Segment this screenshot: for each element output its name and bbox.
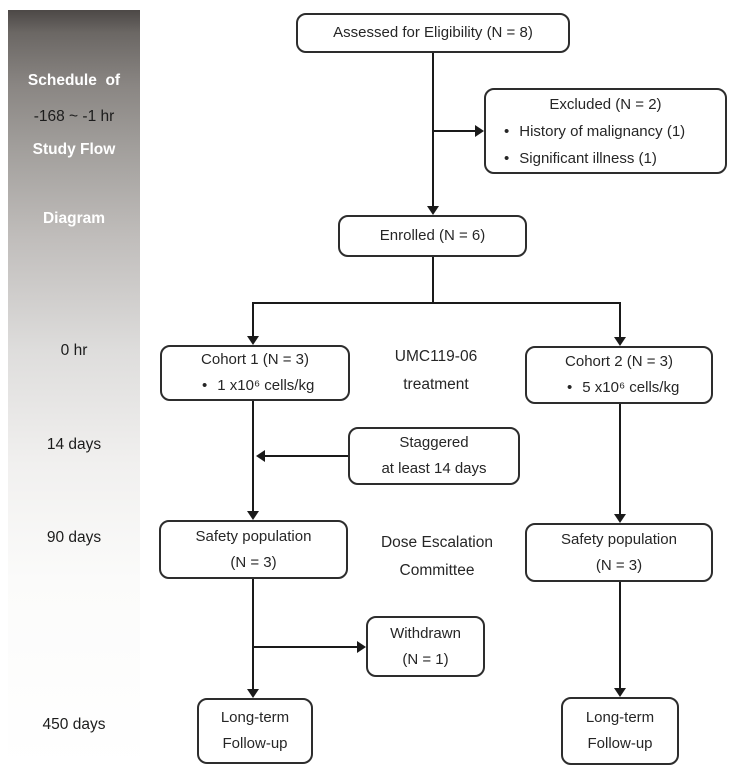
safety1-line-2: (N = 3) — [230, 553, 277, 571]
timeline-label-screening: -168 ~ -1 hr — [33, 108, 115, 125]
withdrawn-line-2: (N = 1) — [402, 650, 449, 668]
excluded-title: Excluded (N = 2) — [549, 95, 662, 113]
cohort2-dose: 5 x10⁶ cells/kg — [527, 375, 711, 401]
longterm2-line-2: Follow-up — [587, 735, 653, 752]
safety2-line-1: Safety population — [561, 530, 677, 548]
longterm2-line-1: Long-term — [585, 709, 655, 726]
cohort1-title: Cohort 1 (N = 3) — [201, 351, 309, 368]
schedule-sidebar: Schedule of Study Flow Diagram — [8, 10, 140, 768]
longterm1-line-2: Follow-up — [222, 735, 288, 752]
assessed-eligibility-label: Assessed for Eligibility (N = 8) — [333, 24, 533, 41]
enrolled-box: Enrolled (N = 6) — [338, 215, 527, 257]
sidebar-title-line-2: Study Flow — [32, 141, 116, 158]
safety1-line-1: Safety population — [195, 527, 312, 545]
timeline-label-14days: 14 days — [46, 436, 102, 453]
longterm-followup-cohort2-box: Long-term Follow-up — [561, 697, 679, 765]
treatment-annotation: UMC119-06 treatment — [375, 343, 497, 399]
assessed-eligibility-box: Assessed for Eligibility (N = 8) — [296, 13, 570, 53]
connector-cohort2-safety2 — [619, 404, 621, 516]
arrowhead-excluded — [475, 125, 484, 137]
timeline-label-90days: 90 days — [46, 529, 102, 546]
dose-escalation-committee-annotation: Dose Escalation Committee — [368, 529, 506, 585]
staggered-line-1: Staggered — [399, 434, 469, 451]
sidebar-title-line-3: Diagram — [42, 210, 106, 227]
excluded-item-malignancy: History of malignancy (1) — [486, 118, 725, 145]
timeline-label-450days: 450 days — [42, 716, 106, 733]
longterm1-line-1: Long-term — [220, 709, 290, 726]
cohort2-title: Cohort 2 (N = 3) — [565, 353, 673, 370]
arrowhead-cohort2 — [614, 337, 626, 346]
connector-cohort1-safety1 — [252, 400, 254, 513]
timeline-label-0hr: 0 hr — [60, 342, 88, 359]
safety-population-cohort1-box: Safety population (N = 3) — [159, 520, 348, 579]
connector-enrolled-branch — [432, 257, 434, 303]
treatment-line-2: treatment — [403, 376, 469, 393]
longterm-followup-cohort1-box: Long-term Follow-up — [197, 698, 313, 764]
enrolled-label: Enrolled (N = 6) — [379, 227, 486, 244]
cohort1-dose: 1 x10⁶ cells/kg — [162, 373, 348, 399]
treatment-line-1: UMC119-06 — [394, 348, 478, 365]
safety2-line-2: (N = 3) — [595, 556, 643, 574]
connector-branch-cohort2 — [619, 302, 621, 339]
excluded-box: Excluded (N = 2) History of malignancy (… — [484, 88, 727, 174]
committee-line-1: Dose Escalation — [380, 534, 493, 551]
withdrawn-box: Withdrawn (N = 1) — [366, 616, 485, 677]
sidebar-title: Schedule of Study Flow Diagram — [8, 10, 140, 276]
connector-branch-horizontal — [253, 302, 621, 304]
arrowhead-cohort1 — [247, 336, 259, 345]
committee-line-2: Committee — [399, 562, 475, 579]
safety-population-cohort2-box: Safety population (N = 3) — [525, 523, 713, 582]
arrowhead-longterm2 — [614, 688, 626, 697]
connector-branch-cohort1 — [252, 302, 254, 338]
arrowhead-safety2 — [614, 514, 626, 523]
excluded-item-illness: Significant illness (1) — [486, 145, 725, 172]
withdrawn-line-1: Withdrawn — [390, 624, 461, 642]
connector-safety1-longterm1 — [252, 579, 254, 691]
connector-staggered — [262, 455, 348, 457]
arrowhead-enrolled — [427, 206, 439, 215]
sidebar-title-line-1: Schedule of — [27, 72, 121, 89]
cohort1-box: Cohort 1 (N = 3) 1 x10⁶ cells/kg — [160, 345, 350, 401]
arrowhead-longterm1 — [247, 689, 259, 698]
cohort2-box: Cohort 2 (N = 3) 5 x10⁶ cells/kg — [525, 346, 713, 404]
arrowhead-withdrawn — [357, 641, 366, 653]
arrowhead-staggered — [256, 450, 265, 462]
connector-withdrawn — [253, 646, 358, 648]
connector-safety2-longterm2 — [619, 582, 621, 690]
connector-excluded — [433, 130, 477, 132]
staggered-box: Staggered at least 14 days — [348, 427, 520, 485]
arrowhead-safety1 — [247, 511, 259, 520]
staggered-line-2: at least 14 days — [381, 460, 487, 477]
